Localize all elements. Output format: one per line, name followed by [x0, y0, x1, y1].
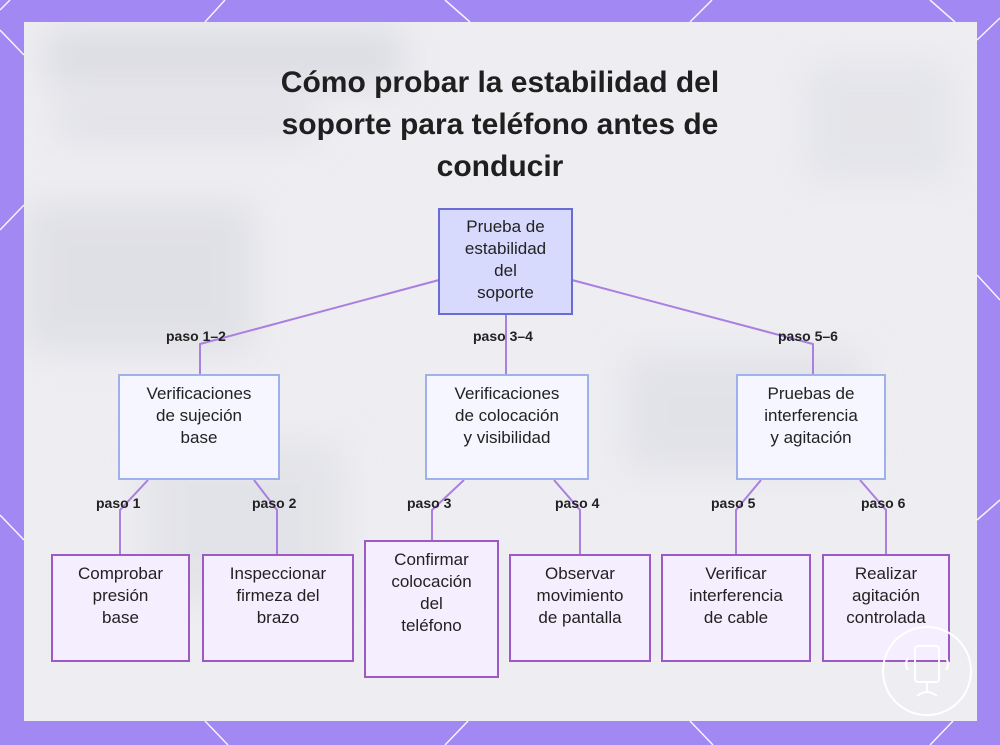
root-node: Prueba de estabilidad del soporte — [438, 208, 573, 315]
edge-label: paso 5–6 — [778, 328, 838, 344]
root-line: Prueba de — [465, 216, 546, 238]
group-line: Verificaciones — [147, 383, 252, 405]
edge-root-group-3 — [572, 280, 813, 374]
edge-group1-step2 — [254, 480, 277, 554]
group-line: de colocación — [455, 405, 560, 427]
edge-group1-step1 — [120, 480, 148, 554]
group-line: y agitación — [764, 427, 858, 449]
root-line: del — [465, 260, 546, 282]
step-line: agitación — [846, 585, 925, 607]
group-line: Pruebas de — [764, 383, 858, 405]
step-line: Realizar — [846, 563, 925, 585]
step-line: del — [391, 593, 471, 615]
step-line: base — [78, 607, 163, 629]
group-line: base — [147, 427, 252, 449]
step-line: movimiento — [537, 585, 624, 607]
step-node: Confirmar colocación del teléfono — [364, 540, 499, 678]
group-line: de sujeción — [147, 405, 252, 427]
root-line: soporte — [465, 282, 546, 304]
edge-label: paso 2 — [252, 495, 296, 511]
step-line: Inspeccionar — [230, 563, 326, 585]
edge-group3-step5 — [736, 480, 761, 554]
step-node: Comprobar presión base — [51, 554, 190, 662]
step-node: Observar movimiento de pantalla — [509, 554, 651, 662]
group-node: Verificaciones de colocación y visibilid… — [425, 374, 589, 480]
step-line: Confirmar — [391, 549, 471, 571]
step-line: de pantalla — [537, 607, 624, 629]
phone-holder-logo-icon — [880, 624, 974, 718]
step-line: presión — [78, 585, 163, 607]
diagram-canvas: Cómo probar la estabilidad del soporte p… — [24, 22, 977, 721]
step-line: de cable — [689, 607, 783, 629]
step-node: Verificar interferencia de cable — [661, 554, 811, 662]
step-line: Verificar — [689, 563, 783, 585]
group-node: Pruebas de interferencia y agitación — [736, 374, 886, 480]
edge-group3-step6 — [860, 480, 886, 554]
edge-label: paso 4 — [555, 495, 599, 511]
step-line: Comprobar — [78, 563, 163, 585]
root-line: estabilidad — [465, 238, 546, 260]
step-line: brazo — [230, 607, 326, 629]
group-line: interferencia — [764, 405, 858, 427]
group-line: Verificaciones — [455, 383, 560, 405]
step-line: Observar — [537, 563, 624, 585]
edge-label: paso 3–4 — [473, 328, 533, 344]
step-line: interferencia — [689, 585, 783, 607]
group-line: y visibilidad — [455, 427, 560, 449]
edge-root-group-1 — [200, 280, 439, 374]
step-node: Inspeccionar firmeza del brazo — [202, 554, 354, 662]
step-line: firmeza del — [230, 585, 326, 607]
edge-label: paso 3 — [407, 495, 451, 511]
group-node: Verificaciones de sujeción base — [118, 374, 280, 480]
edge-group2-step4 — [554, 480, 580, 554]
edge-label: paso 5 — [711, 495, 755, 511]
step-line: teléfono — [391, 615, 471, 637]
edge-label: paso 6 — [861, 495, 905, 511]
edge-label: paso 1–2 — [166, 328, 226, 344]
edge-label: paso 1 — [96, 495, 140, 511]
step-line: colocación — [391, 571, 471, 593]
